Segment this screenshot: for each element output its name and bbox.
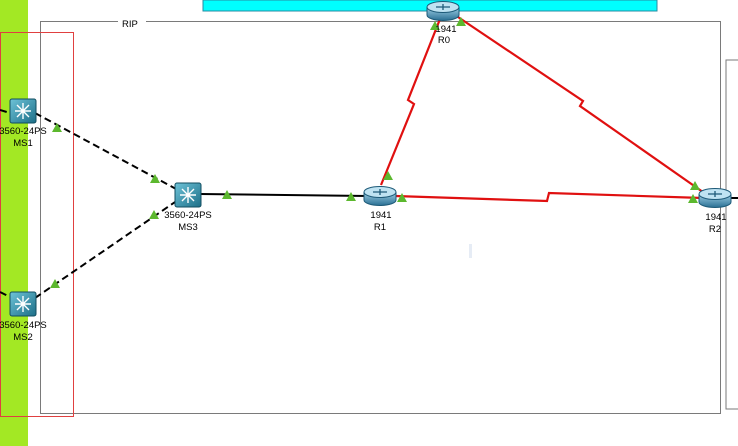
link-light-r0-a <box>430 21 440 30</box>
device-model: 1941 <box>370 210 391 221</box>
router-icon <box>363 186 397 206</box>
device-model: 1941 <box>705 212 726 223</box>
device-name: R1 <box>374 222 386 233</box>
device-model: 3560-24PS <box>0 126 47 137</box>
router-icon <box>426 1 460 21</box>
switch-icon <box>9 291 37 317</box>
device-ms3[interactable]: 3560-24PS MS3 <box>164 182 212 233</box>
device-name: R0 <box>438 35 450 46</box>
link-light-r0-b <box>456 17 466 26</box>
device-model: 3560-24PS <box>164 210 212 221</box>
switch-icon <box>9 98 37 124</box>
device-ms1[interactable]: 3560-24PS MS1 <box>0 98 47 149</box>
device-name: MS3 <box>178 222 198 233</box>
rip-area-label-bg <box>118 16 146 28</box>
device-name: R2 <box>709 224 721 235</box>
device-name: MS2 <box>13 332 33 343</box>
device-model: 3560-24PS <box>0 320 47 331</box>
right-area-frame <box>725 59 738 410</box>
link-ms1-left-stub[interactable] <box>0 109 11 114</box>
link-r1-r0[interactable] <box>379 13 444 186</box>
device-model: 1941 <box>435 24 456 35</box>
link-light-r2-b <box>688 194 698 203</box>
link-light-r2-a <box>690 181 700 190</box>
link-light-ms2-a <box>50 279 60 288</box>
selection-box <box>0 32 74 417</box>
device-r2[interactable]: 1941 R2 <box>698 188 732 236</box>
link-r1-r2[interactable] <box>394 191 704 203</box>
link-light-ms1-a <box>52 123 62 132</box>
rip-area-frame[interactable] <box>40 21 721 414</box>
link-lights <box>50 17 700 288</box>
device-r0[interactable]: 1941 R0 <box>426 1 460 47</box>
router-icon <box>698 188 732 208</box>
green-area[interactable] <box>0 0 28 446</box>
link-light-ms3-a <box>150 174 160 183</box>
links <box>0 13 738 299</box>
link-ms2-left-stub[interactable] <box>0 291 11 298</box>
device-ms2[interactable]: 3560-24PS MS2 <box>0 291 47 343</box>
link-r0-r2[interactable] <box>454 14 711 198</box>
device-r1[interactable]: 1941 R1 <box>363 186 397 234</box>
rip-area-label: RIP <box>122 19 138 30</box>
link-light-r1-b <box>383 171 393 180</box>
link-light-r1-a <box>346 192 356 201</box>
device-name: MS1 <box>13 138 33 149</box>
switch-icon <box>174 182 202 208</box>
link-light-ms3-c <box>222 190 232 199</box>
faint-mark <box>469 244 472 258</box>
link-light-r1-c <box>397 193 407 202</box>
link-light-ms3-b <box>149 210 159 219</box>
